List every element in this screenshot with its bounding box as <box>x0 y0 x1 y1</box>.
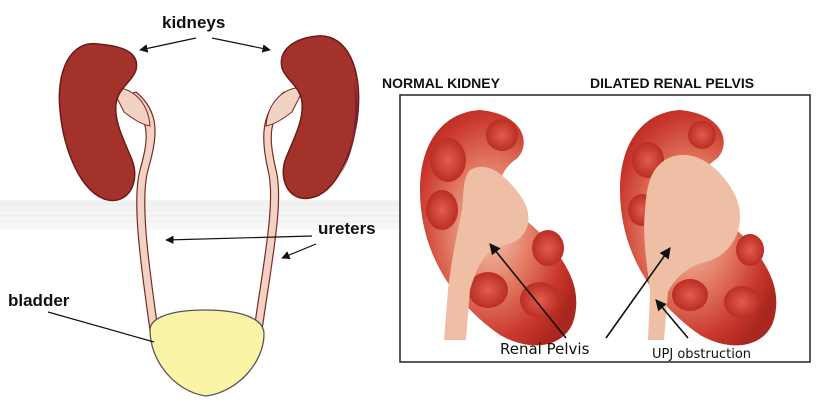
kidney-comparison-panel: NORMAL KIDNEY DILATED RENAL PELVIS <box>382 75 810 362</box>
dilated-pyramid-3 <box>672 279 708 311</box>
kidneys-leader-left <box>140 38 196 50</box>
kidneys-leader-right <box>212 38 270 50</box>
normal-pyramid-2 <box>426 190 458 230</box>
label-kidneys: kidneys <box>162 13 225 32</box>
normal-pyramid-6 <box>486 119 518 151</box>
right-pelvis <box>266 88 304 126</box>
dilated-pyramid-6 <box>688 121 716 149</box>
right-kidney <box>281 36 358 199</box>
bladder-leader <box>48 312 154 342</box>
label-renal-pelvis: Renal Pelvis <box>500 340 590 358</box>
ureters-leader-left <box>166 236 312 240</box>
title-normal-kidney: NORMAL KIDNEY <box>382 75 501 91</box>
bladder <box>150 310 264 396</box>
normal-pyramid-5 <box>532 230 564 266</box>
normal-pyramid-1 <box>430 138 466 182</box>
ureters-leader-right <box>282 244 316 258</box>
dilated-pyramid-4 <box>724 286 760 318</box>
title-dilated-renal-pelvis: DILATED RENAL PELVIS <box>590 75 754 91</box>
left-kidney <box>59 44 136 201</box>
label-bladder: bladder <box>8 291 70 310</box>
label-ureters: ureters <box>318 219 376 238</box>
dilated-pyramid-5 <box>736 234 764 266</box>
label-upj-obstruction: UPJ obstruction <box>652 347 751 362</box>
